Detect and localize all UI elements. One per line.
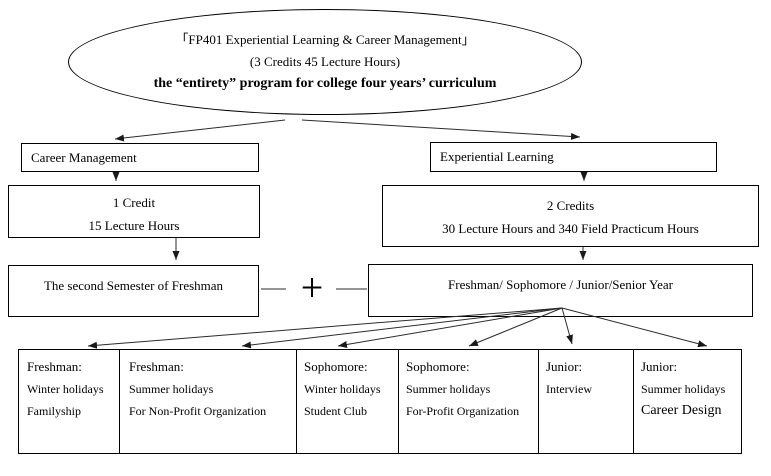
activity-cell-junior-interview: Junior: Interview: [538, 350, 633, 453]
table-divider: [398, 350, 399, 453]
activity-detail: Career Design: [641, 403, 722, 418]
career-hours-line: 15 Lecture Hours: [88, 218, 180, 233]
activity-detail: Summer holidays: [406, 382, 491, 396]
activity-detail: Student Club: [304, 404, 368, 418]
arrow-root-to-career: [114, 119, 286, 142]
activity-term: Freshman:: [129, 359, 184, 374]
course-title-ellipse: 「FP401 Experiential Learning & Career Ma…: [68, 9, 582, 115]
activity-cell-junior-summer: Junior: Summer holidays Career Design: [633, 350, 743, 453]
career-schedule-label: The second Semester of Freshman: [43, 278, 224, 293]
career-credit-box: 1 Credit 15 Lecture Hours: [8, 185, 260, 238]
activities-table: Freshman: Winter holidays Familyship Fre…: [18, 349, 742, 454]
activity-term: Junior:: [546, 359, 583, 374]
table-divider: [296, 350, 297, 453]
course-credits-line: (3 Credits 45 Lecture Hours): [249, 54, 401, 69]
experiential-learning-box: Experiential Learning: [430, 142, 717, 172]
activity-term: Junior:: [641, 359, 678, 374]
activity-cell-sophomore-winter: Sophomore: Winter holidays Student Club: [296, 350, 398, 453]
activity-detail: For Non-Profit Organization: [129, 404, 267, 418]
experiential-hours-line: 30 Lecture Hours and 340 Field Practicum…: [442, 221, 699, 236]
table-divider: [538, 350, 539, 453]
arrow-root-to-experiential: [301, 119, 581, 140]
activity-cell-freshman-winter: Freshman: Winter holidays Familyship: [19, 350, 119, 453]
activity-cell-sophomore-summer: Sophomore: Summer holidays For-Profit Or…: [398, 350, 538, 453]
experiential-credit-line: 2 Credits: [546, 198, 595, 213]
activity-term: Sophomore:: [406, 359, 470, 374]
course-title-line: 「FP401 Experiential Learning & Career Ma…: [175, 32, 475, 47]
plus-operator: +: [300, 265, 324, 310]
experiential-schedule-label: Freshman/ Sophomore / Junior/Senior Year: [448, 277, 673, 292]
course-program-line: the “entirety” program for college four …: [153, 76, 497, 91]
experiential-learning-label: Experiential Learning: [440, 149, 554, 164]
career-management-label: Career Management: [31, 150, 137, 165]
experiential-schedule-box: Freshman/ Sophomore / Junior/Senior Year: [368, 264, 753, 317]
activity-detail: Interview: [546, 382, 592, 396]
career-management-box: Career Management: [21, 143, 259, 172]
career-schedule-box: The second Semester of Freshman: [8, 265, 259, 317]
activity-detail: Winter holidays: [304, 382, 381, 396]
activity-term: Freshman:: [27, 359, 82, 374]
table-divider: [119, 350, 120, 453]
activity-term: Sophomore:: [304, 359, 368, 374]
activity-detail: Winter holidays: [27, 382, 104, 396]
career-credit-line: 1 Credit: [112, 195, 156, 210]
experiential-credit-box: 2 Credits 30 Lecture Hours and 340 Field…: [382, 185, 759, 247]
activity-detail: Familyship: [27, 404, 82, 418]
activity-cell-freshman-summer: Freshman: Summer holidays For Non-Profit…: [119, 350, 296, 453]
table-divider: [633, 350, 634, 453]
activity-detail: Summer holidays: [641, 382, 726, 396]
activity-detail: For-Profit Organization: [406, 404, 520, 418]
activity-detail: Summer holidays: [129, 382, 214, 396]
